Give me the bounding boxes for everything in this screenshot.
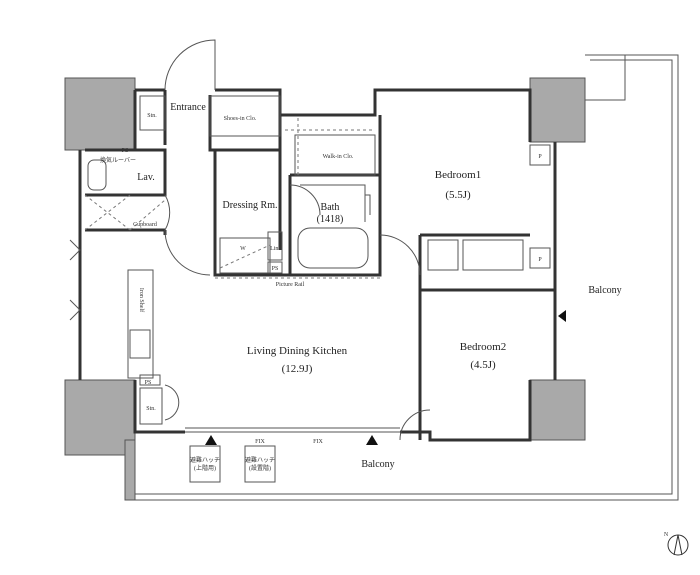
balcony-bottom-label: Balcony bbox=[361, 459, 394, 470]
storage-label: Stn. bbox=[147, 113, 157, 119]
bath-label: Bath bbox=[321, 202, 340, 213]
ps-label: PS bbox=[272, 266, 279, 272]
washer-label: W bbox=[240, 246, 246, 252]
bedroom2-label: Bedroom2 bbox=[460, 341, 506, 353]
p-label: P bbox=[538, 154, 542, 160]
ps-label: PS bbox=[122, 148, 129, 154]
hatch-set-sub: (設置階) bbox=[249, 464, 271, 472]
interior-walls bbox=[69, 39, 555, 441]
iron-shelf-label: Iron Shelf bbox=[138, 288, 145, 312]
walk-in-closet-label: Walk-in Clo. bbox=[323, 154, 354, 160]
column bbox=[124, 439, 136, 501]
ldk-size: (12.9J) bbox=[282, 363, 313, 375]
balcony-right-label: Balcony bbox=[588, 285, 621, 296]
hatch-upper-label: 避難ハッチ bbox=[190, 456, 220, 464]
escape-hatch-set bbox=[244, 445, 276, 483]
bath-size-label: (1418) bbox=[317, 214, 344, 225]
dressing-room-label: Dressing Rm. bbox=[223, 200, 278, 211]
bedroom1-size: (5.5J) bbox=[445, 189, 471, 201]
fix-label-2: FIX bbox=[313, 439, 323, 445]
bedroom2-size: (4.5J) bbox=[470, 359, 496, 371]
storage-label-2: Stn. bbox=[146, 406, 156, 412]
picture-rail-label: Picture Rail bbox=[276, 282, 305, 288]
window-marker bbox=[366, 435, 378, 445]
bedroom1-label: Bedroom1 bbox=[435, 169, 481, 181]
column bbox=[529, 379, 586, 441]
shoes-in-closet-label: Shoes-in Clo. bbox=[224, 116, 257, 122]
linen-label: Lin. bbox=[270, 246, 280, 252]
column bbox=[529, 77, 586, 143]
entrance-label: Entrance bbox=[170, 102, 206, 113]
window-marker bbox=[205, 435, 217, 445]
window-marker bbox=[558, 310, 566, 322]
compass-label: N bbox=[664, 532, 669, 538]
cupboard-label: Cupboard bbox=[133, 222, 157, 228]
hatch-set-label: 避難ハッチ bbox=[245, 456, 275, 464]
ps-label-2: PS bbox=[145, 380, 152, 386]
hatch-upper-sub: (上階用) bbox=[194, 464, 216, 472]
column bbox=[64, 77, 136, 151]
escape-hatch-upper bbox=[189, 445, 221, 483]
fix-label-1: FIX bbox=[255, 439, 265, 445]
p-label-2: P bbox=[538, 257, 542, 263]
column bbox=[64, 379, 136, 456]
vent-louver-label: 換気ルーバー bbox=[100, 156, 136, 164]
ldk-label: Living Dining Kitchen bbox=[247, 345, 348, 357]
lavatory-label: Lav. bbox=[137, 172, 154, 183]
north-compass-icon: N bbox=[664, 532, 689, 556]
